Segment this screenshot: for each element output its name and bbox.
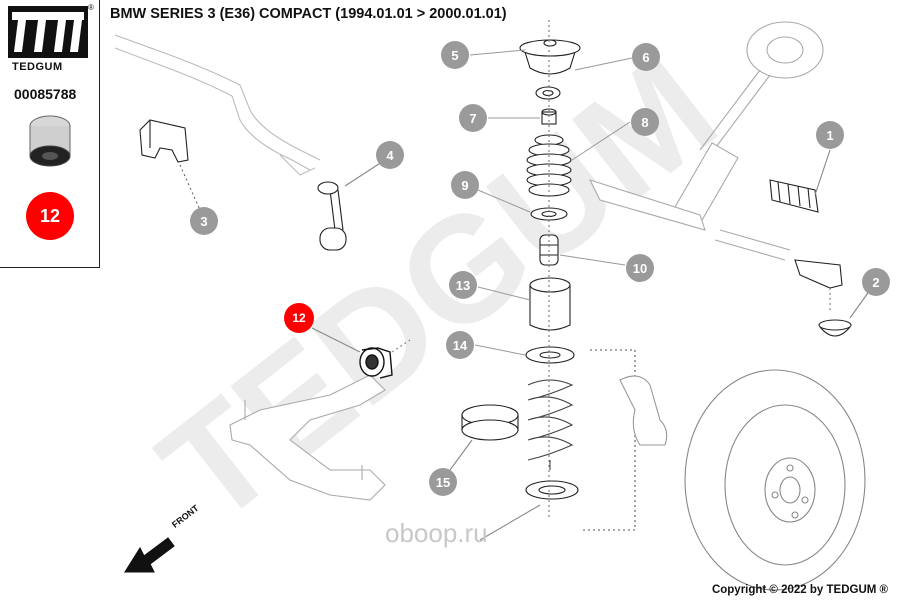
page-title: BMW SERIES 3 (E36) COMPACT (1994.01.01 >… <box>110 6 507 22</box>
svg-text:4: 4 <box>386 148 394 163</box>
part-thumbnail-icon[interactable] <box>22 112 78 170</box>
brand-wordmark: TEDGUM <box>12 61 63 73</box>
tie-rod-end <box>794 259 871 337</box>
svg-text:9: 9 <box>461 178 468 193</box>
wheel-bearing <box>449 404 519 471</box>
logo-mark <box>12 12 84 52</box>
svg-text:1: 1 <box>826 128 833 143</box>
stabilizer-bushing <box>139 119 201 211</box>
sidebar-panel: ® TEDGUM 00085788 12 <box>0 0 100 268</box>
svg-text:13: 13 <box>456 278 470 293</box>
svg-text:5: 5 <box>451 48 458 63</box>
copyright-notice: Copyright © 2022 by TEDGUM ® <box>711 584 888 596</box>
callout-4: 4 <box>376 141 404 169</box>
svg-text:8: 8 <box>641 115 648 130</box>
svg-text:3: 3 <box>200 214 207 229</box>
steering-knuckle <box>619 375 668 446</box>
callout-7: 7 <box>459 104 487 132</box>
callout-15: 15 <box>429 468 457 496</box>
position-badge: 12 <box>26 192 74 240</box>
wheel <box>684 369 866 591</box>
steering-boot <box>769 149 831 213</box>
stabilizer-link <box>317 159 386 251</box>
stabilizer-bar <box>114 34 321 176</box>
strut-mount <box>519 39 581 100</box>
callout-highlight-12[interactable]: 12 <box>284 303 314 333</box>
svg-text:14: 14 <box>453 338 468 353</box>
control-arm-bushing <box>311 327 411 379</box>
callout-6: 6 <box>632 43 660 71</box>
steering-assembly <box>588 21 824 261</box>
svg-text:2: 2 <box>872 275 879 290</box>
registered-mark: ® <box>88 3 94 12</box>
svg-text:7: 7 <box>469 111 476 126</box>
watermark-url: oboop.ru <box>385 518 488 548</box>
svg-text:6: 6 <box>642 50 649 65</box>
control-arm <box>229 374 386 501</box>
part-number: 00085788 <box>14 86 77 102</box>
callout-14: 14 <box>446 331 474 359</box>
callout-13: 13 <box>449 271 477 299</box>
spring-seat-lower <box>479 480 579 541</box>
svg-text:15: 15 <box>436 475 450 490</box>
svg-text:10: 10 <box>633 261 647 276</box>
strut-sleeve <box>529 277 571 331</box>
brand-logo-icon <box>8 6 88 58</box>
callout-1: 1 <box>816 121 844 149</box>
callout-10: 10 <box>626 254 654 282</box>
callout-9: 9 <box>451 171 479 199</box>
callout-3: 3 <box>190 207 218 235</box>
coil-spring <box>527 379 574 470</box>
spring-seat-upper <box>525 346 575 364</box>
callout-5: 5 <box>441 41 469 69</box>
front-arrow <box>124 537 175 573</box>
callout-8: 8 <box>631 108 659 136</box>
callout-2: 2 <box>862 268 890 296</box>
